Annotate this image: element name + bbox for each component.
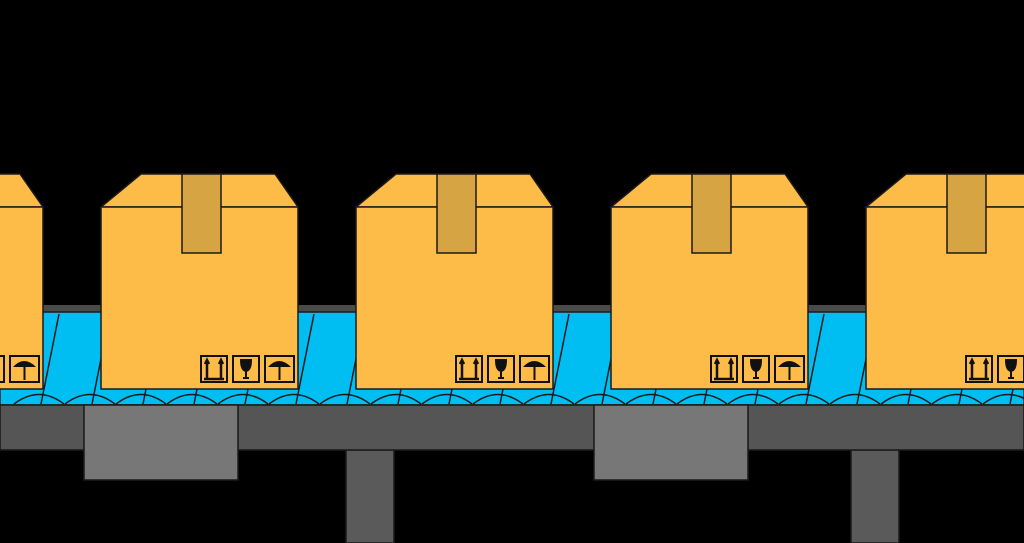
keep-dry-icon bbox=[264, 355, 295, 383]
packing-tape bbox=[181, 173, 222, 254]
arrows bbox=[968, 357, 990, 381]
icon-frame bbox=[232, 355, 260, 383]
packing-tape bbox=[691, 173, 732, 254]
belt-roller bbox=[421, 393, 473, 405]
icon-frame bbox=[487, 355, 515, 383]
belt-slat bbox=[805, 313, 825, 405]
support-leg bbox=[345, 449, 395, 543]
belt-roller bbox=[217, 393, 269, 405]
icon-frame bbox=[200, 355, 228, 383]
umbrella bbox=[523, 361, 546, 367]
fragile-icon bbox=[0, 355, 5, 383]
arrows bbox=[458, 357, 480, 381]
support-leg bbox=[850, 449, 900, 543]
belt-roller bbox=[880, 393, 932, 405]
icon-frame bbox=[9, 355, 40, 383]
icon-frame bbox=[774, 355, 805, 383]
umbrella bbox=[778, 361, 801, 367]
belt-roller bbox=[319, 393, 371, 405]
fragile-icon bbox=[232, 355, 260, 383]
fragile-icon bbox=[997, 355, 1024, 383]
keep-dry-icon bbox=[774, 355, 805, 383]
belt-roller bbox=[727, 393, 779, 405]
keep-dry-icon bbox=[519, 355, 550, 383]
belt-roller bbox=[166, 393, 218, 405]
belt-roller bbox=[370, 393, 422, 405]
support-block bbox=[593, 404, 749, 481]
cardboard-box bbox=[0, 173, 45, 390]
belt-roller bbox=[829, 393, 881, 405]
icon-frame bbox=[997, 355, 1024, 383]
this-way-up-icon bbox=[965, 355, 993, 383]
fragile-icon bbox=[487, 355, 515, 383]
belt-roller bbox=[13, 393, 65, 405]
belt-roller bbox=[778, 393, 830, 405]
belt-roller bbox=[574, 393, 626, 405]
belt-roller bbox=[268, 393, 320, 405]
box-lid bbox=[863, 173, 1024, 208]
cardboard-box bbox=[353, 173, 555, 390]
glass bbox=[239, 359, 253, 379]
box-body bbox=[0, 206, 44, 390]
icon-frame bbox=[965, 355, 993, 383]
support-block bbox=[83, 404, 239, 481]
umbrella bbox=[268, 361, 291, 367]
box-body bbox=[865, 206, 1024, 390]
packing-tape bbox=[946, 173, 987, 254]
umbrella bbox=[13, 361, 36, 367]
icon-frame bbox=[0, 355, 5, 383]
belt-roller bbox=[676, 393, 728, 405]
belt-slat bbox=[550, 313, 570, 405]
belt-roller bbox=[523, 393, 575, 405]
icon-frame bbox=[264, 355, 295, 383]
glass bbox=[1004, 359, 1018, 379]
belt-roller bbox=[115, 393, 167, 405]
this-way-up-icon bbox=[455, 355, 483, 383]
belt-roller bbox=[931, 393, 983, 405]
arrows bbox=[713, 357, 735, 381]
belt-roller bbox=[472, 393, 524, 405]
fragile-icon bbox=[742, 355, 770, 383]
box-lid bbox=[0, 173, 45, 208]
this-way-up-icon bbox=[200, 355, 228, 383]
belt-slat bbox=[295, 313, 315, 405]
arrows bbox=[203, 357, 225, 381]
cardboard-box bbox=[608, 173, 810, 390]
belt-roller bbox=[982, 393, 1024, 405]
this-way-up-icon bbox=[710, 355, 738, 383]
glass bbox=[749, 359, 763, 379]
icon-frame bbox=[710, 355, 738, 383]
belt-roller bbox=[64, 393, 116, 405]
belt-roller bbox=[625, 393, 677, 405]
keep-dry-icon bbox=[9, 355, 40, 383]
belt-slat bbox=[40, 313, 60, 405]
cardboard-box bbox=[98, 173, 300, 390]
icon-frame bbox=[742, 355, 770, 383]
glass bbox=[494, 359, 508, 379]
packing-tape bbox=[436, 173, 477, 254]
icon-frame bbox=[519, 355, 550, 383]
cardboard-box bbox=[863, 173, 1024, 390]
icon-frame bbox=[455, 355, 483, 383]
